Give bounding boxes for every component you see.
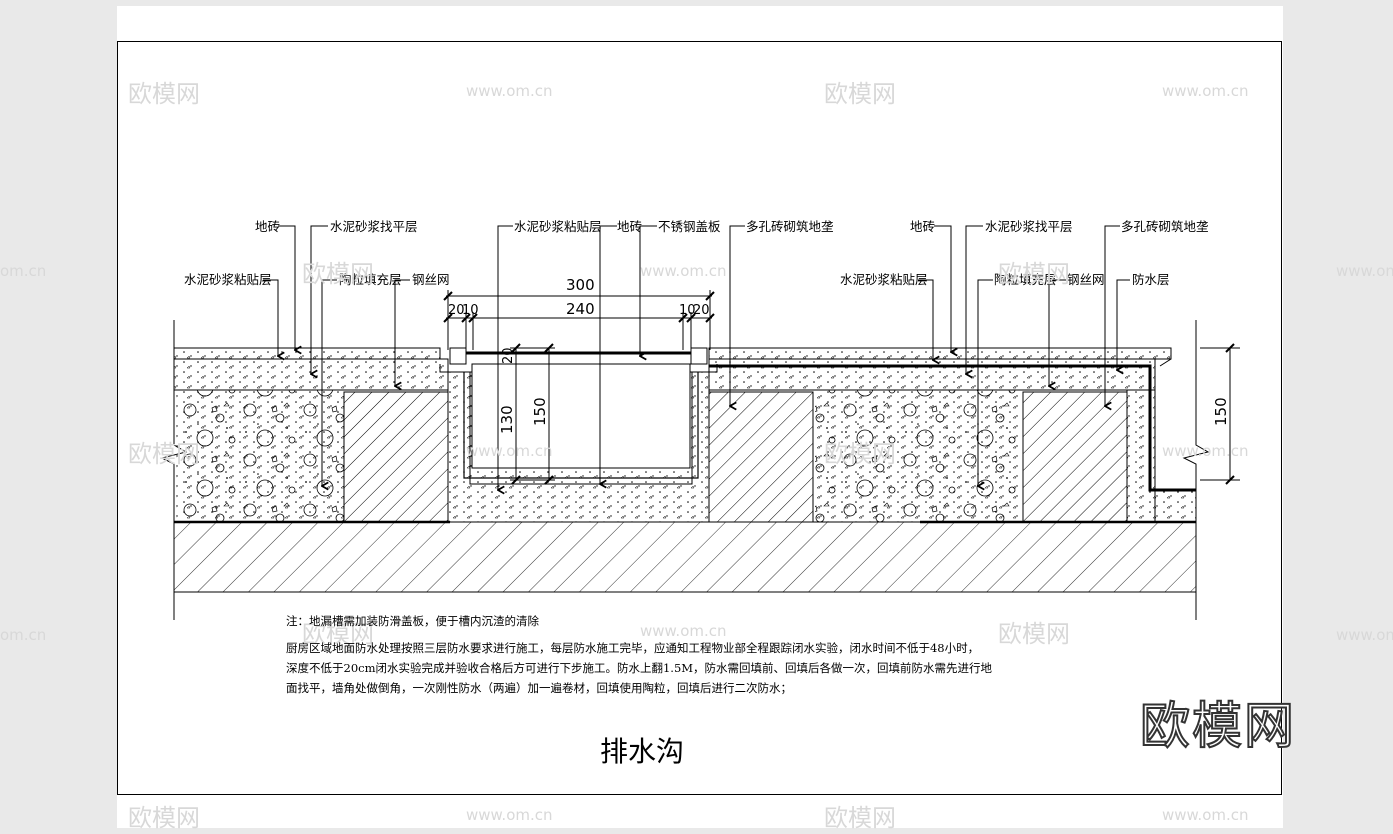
svg-text:om.cn: om.cn: [0, 626, 46, 644]
drawing-frame: [117, 41, 1282, 795]
svg-text:www.om.cn: www.om.cn: [466, 442, 553, 460]
tile-layer-right: [708, 347, 1172, 360]
dim-right-10: 10: [679, 303, 696, 318]
label-mesh-left: 钢丝网: [412, 272, 450, 287]
svg-text:www.om.cn: www.om.cn: [466, 806, 553, 824]
label-bond-left: 水泥砂浆粘贴层: [184, 272, 272, 287]
svg-text:欧模网: 欧模网: [302, 620, 374, 648]
svg-text:欧模网: 欧模网: [998, 260, 1070, 288]
svg-text:欧模网: 欧模网: [128, 804, 200, 832]
note-line-4: 面找平，墙角处做倒角，一次刚性防水（两遍）加一遍卷材，回填使用陶粒，回填后进行二…: [286, 681, 792, 695]
svg-text:www.om.cn: www.om.cn: [1336, 626, 1393, 644]
svg-text:www.om.cn: www.om.cn: [466, 82, 553, 100]
label-tile-center: 地砖: [617, 219, 642, 234]
svg-text:欧模网: 欧模网: [302, 260, 374, 288]
label-ceramsite-left: 陶粒填充层: [339, 272, 402, 287]
svg-text:欧模网: 欧模网: [128, 80, 200, 108]
tile-layer-left: [173, 347, 441, 360]
note-line-3: 深度不低于20cm闭水实验完成并验收合格后方可进行下步施工。防水上翻1.5M，防…: [286, 661, 993, 675]
drawing-title: 排水沟: [600, 735, 685, 768]
note-line-1: 注：地漏槽需加装防滑盖板，便于槽内沉渣的清除: [286, 614, 539, 628]
label-tile-right: 地砖: [910, 219, 935, 234]
svg-text:www.om.cn: www.om.cn: [1162, 82, 1249, 100]
svg-text:欧模网: 欧模网: [128, 440, 200, 468]
dim-right-20: 20: [693, 303, 710, 318]
svg-text:www.om.cn: www.om.cn: [640, 622, 727, 640]
label-ceramsite-right: 陶粒填充层: [994, 272, 1057, 287]
brick-pad-1: [343, 391, 449, 523]
label-steel-cover: 不锈钢盖板: [658, 219, 721, 234]
label-waterproof: 防水层: [1132, 272, 1170, 287]
label-mesh-right: 钢丝网: [1067, 272, 1105, 287]
brick-pad-2: [708, 391, 814, 523]
dim-240: 240: [566, 300, 595, 318]
dim-right-150: 150: [1212, 397, 1230, 426]
label-tile-left: 地砖: [255, 219, 280, 234]
svg-text:欧模网: 欧模网: [824, 440, 896, 468]
brand-logo: 欧模网: [1139, 696, 1296, 756]
svg-text:欧模网: 欧模网: [824, 80, 896, 108]
svg-text:om.cn: om.cn: [0, 262, 46, 280]
svg-text:www.om.cn: www.om.cn: [1336, 262, 1393, 280]
label-screed-left: 水泥砂浆找平层: [330, 219, 418, 234]
label-screed-right: 水泥砂浆找平层: [985, 219, 1073, 234]
dim-depth-150: 150: [531, 397, 549, 426]
label-brick-pad-right: 多孔砖砌筑地垄: [1121, 219, 1209, 234]
waterproof-layer: [709, 364, 1196, 492]
svg-text:www.om.cn: www.om.cn: [1162, 806, 1249, 824]
watermarks: 欧模网 www.om.cn 欧模网 www.om.cn om.cn 欧模网 ww…: [0, 80, 1393, 832]
brick-pad-3: [1022, 391, 1128, 523]
dim-left-10: 10: [462, 303, 479, 318]
dim-depth-20: 20: [501, 347, 516, 364]
svg-text:www.om.cn: www.om.cn: [640, 262, 727, 280]
dim-left-20: 20: [448, 303, 465, 318]
base-slab: [173, 521, 1197, 593]
leader-lines: [263, 225, 1130, 490]
dim-300: 300: [566, 276, 595, 294]
label-brick-pad: 多孔砖砌筑地垄: [746, 219, 834, 234]
label-bond-right: 水泥砂浆粘贴层: [840, 272, 928, 287]
svg-text:欧模网: 欧模网: [998, 620, 1070, 648]
note-line-2: 厨房区域地面防水处理按照三层防水要求进行施工，每层防水施工完毕，应通知工程物业部…: [286, 641, 980, 655]
svg-text:欧模网: 欧模网: [824, 804, 896, 832]
svg-text:www.om.cn: www.om.cn: [1162, 442, 1249, 460]
screed-layer-right: [708, 358, 1156, 391]
dim-depth-130: 130: [498, 405, 516, 434]
label-bond-center: 水泥砂浆粘贴层: [514, 219, 602, 234]
